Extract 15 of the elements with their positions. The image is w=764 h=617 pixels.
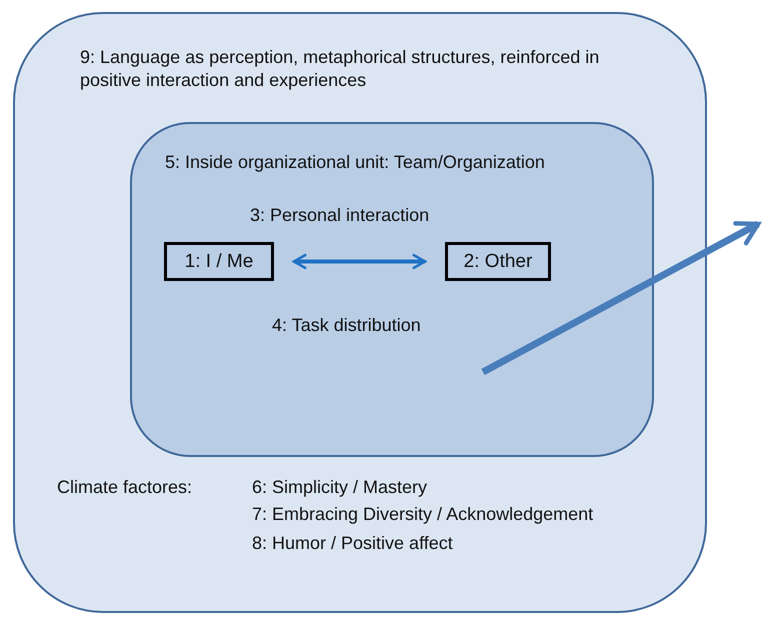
label-text: 4: Task distribution — [272, 314, 421, 337]
heading-text: 5: Inside organizational unit: Team/Organization — [165, 151, 545, 174]
label-text: 7: Embracing Diversity / Acknowledgement — [252, 503, 594, 526]
outer-rounded-box — [13, 12, 707, 613]
double-arrow — [292, 254, 426, 270]
label-text: 2: Other — [462, 250, 534, 274]
label-text: 3: Personal interaction — [250, 204, 430, 227]
label-text: Climate factores: — [57, 476, 192, 499]
inner-rounded-box — [130, 122, 654, 457]
person-box — [445, 242, 551, 281]
person-box — [164, 242, 274, 281]
heading-text: 9: Language as perception, metaphorical structures, reinforced in positive interaction and experiences — [80, 46, 600, 92]
label-text: 6: Simplicity / Mastery — [252, 476, 428, 499]
label-text: 1: I / Me — [184, 250, 254, 274]
label-text: 8: Humor / Positive affect — [252, 532, 453, 555]
